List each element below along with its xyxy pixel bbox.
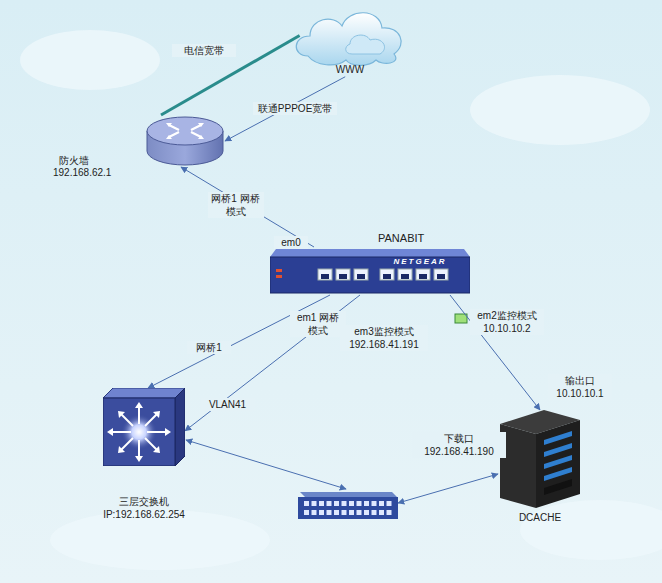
port [327, 501, 332, 506]
annotation: em0 [274, 236, 308, 249]
port [364, 510, 369, 515]
port [379, 501, 384, 506]
status-tag [455, 314, 467, 323]
edge-label: 联通PPPOE宽带 [253, 102, 337, 115]
port [334, 510, 339, 515]
port [319, 510, 324, 515]
port [379, 510, 384, 515]
server-node: DCACHE [500, 410, 580, 508]
port [304, 510, 309, 515]
node-text: 192.168.62.1 [53, 167, 133, 180]
annotation: em1 网桥模式 [290, 311, 346, 337]
node-title: DCACHE [495, 512, 585, 525]
access-switch [298, 492, 398, 519]
server-icon [500, 410, 580, 508]
port [349, 510, 354, 515]
node-title: WWW [290, 64, 410, 77]
background-clouds [20, 30, 662, 570]
edge-label: 网桥1 [187, 341, 231, 354]
edge-label: 网桥1 网桥模式 [208, 192, 264, 218]
cloud-node: WWW [290, 4, 410, 79]
port [312, 501, 317, 506]
port [387, 501, 392, 506]
link-arrow [148, 295, 330, 388]
port [304, 501, 309, 506]
annotation: em2监控模式 10.10.10.2 [470, 309, 544, 335]
port [342, 510, 347, 515]
firewall-node: 防火墙192.168.62.1 [145, 115, 225, 167]
port [327, 510, 332, 515]
port [342, 501, 347, 506]
annotation: 输出口 10.10.10.1 [548, 374, 612, 400]
annotation: em3监控模式 192.168.41.191 [340, 325, 428, 351]
link-arrow [185, 295, 360, 431]
link-arrow [225, 77, 345, 141]
port [364, 501, 369, 506]
port [357, 510, 362, 515]
node-text: NETGEAR [380, 257, 460, 267]
node-text: IP:192.168.62.254 [79, 509, 209, 522]
port [372, 510, 377, 515]
port [372, 501, 377, 506]
switch-node: PANABITNETGEAR [270, 247, 470, 295]
wire [186, 440, 346, 489]
port [319, 501, 324, 506]
edge-label: VLAN41 [201, 398, 255, 411]
port [312, 510, 317, 515]
port [349, 501, 354, 506]
router-icon [145, 115, 225, 167]
node-title: 三层交换机 [89, 496, 199, 509]
l3-switch-icon [103, 388, 185, 466]
port [334, 501, 339, 506]
port [357, 501, 362, 506]
wire [398, 474, 498, 503]
node-title: 防火墙 [59, 155, 109, 168]
link-arrow [181, 167, 314, 247]
annotation: 电信宽带 [172, 44, 236, 57]
node-title: PANABIT [378, 232, 438, 246]
core-switch-node: 三层交换机IP:192.168.62.254 [103, 388, 185, 466]
switch-icon [270, 247, 470, 295]
port [387, 510, 392, 515]
annotation: 下载口 192.168.41.190 [412, 432, 506, 458]
